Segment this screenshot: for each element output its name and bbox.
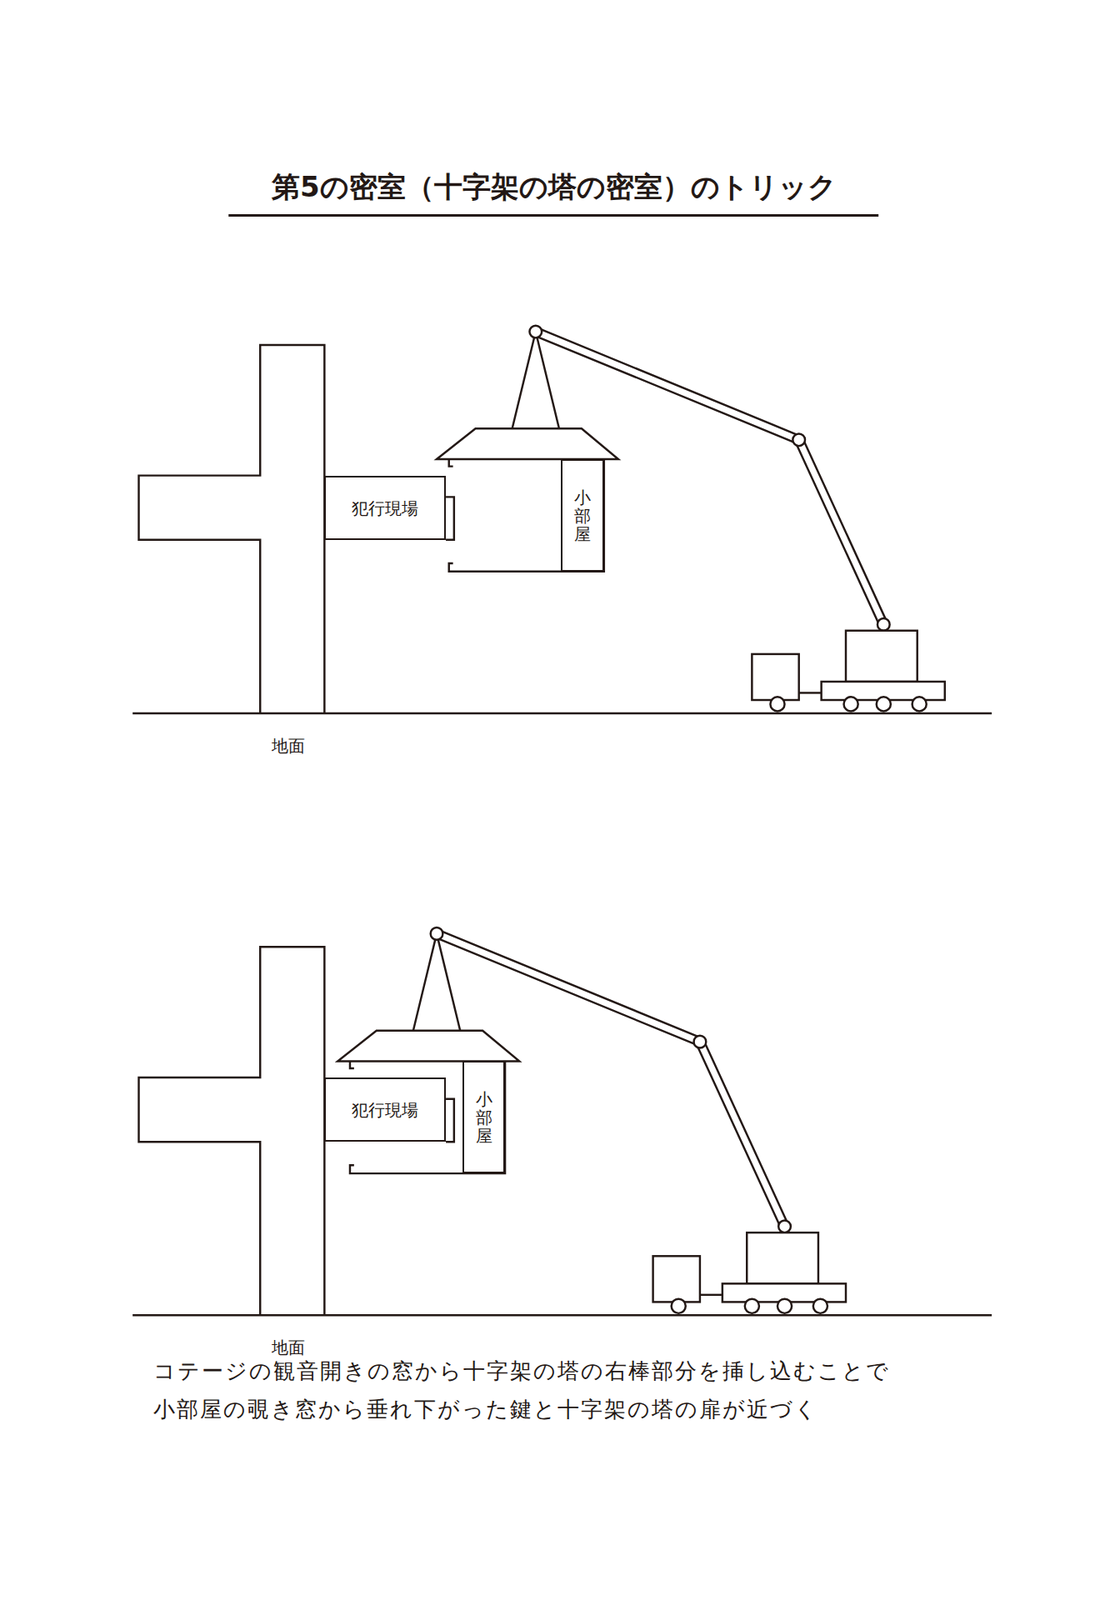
ground-label: 地面 (271, 735, 305, 758)
room-label: 小部屋 (475, 1090, 493, 1145)
title: 第5の密室（十字架の塔の密室）のトリック (271, 168, 837, 207)
ground-label: 地面 (271, 1336, 305, 1360)
crime-scene-box: 犯行現場 (324, 475, 446, 540)
room-label: 犯行現場 (351, 1100, 419, 1120)
caption: コテージの観音開きの窓から十字架の塔の右棒部分を挿し込むことで 小部屋の覗き窓か… (153, 1351, 1054, 1429)
crime-scene-box: 犯行現場 (324, 1077, 446, 1142)
small-room-box: 小部屋 (560, 459, 605, 572)
room-label: 犯行現場 (351, 498, 419, 519)
small-room-box: 小部屋 (462, 1060, 505, 1174)
room-label: 小部屋 (574, 488, 591, 544)
